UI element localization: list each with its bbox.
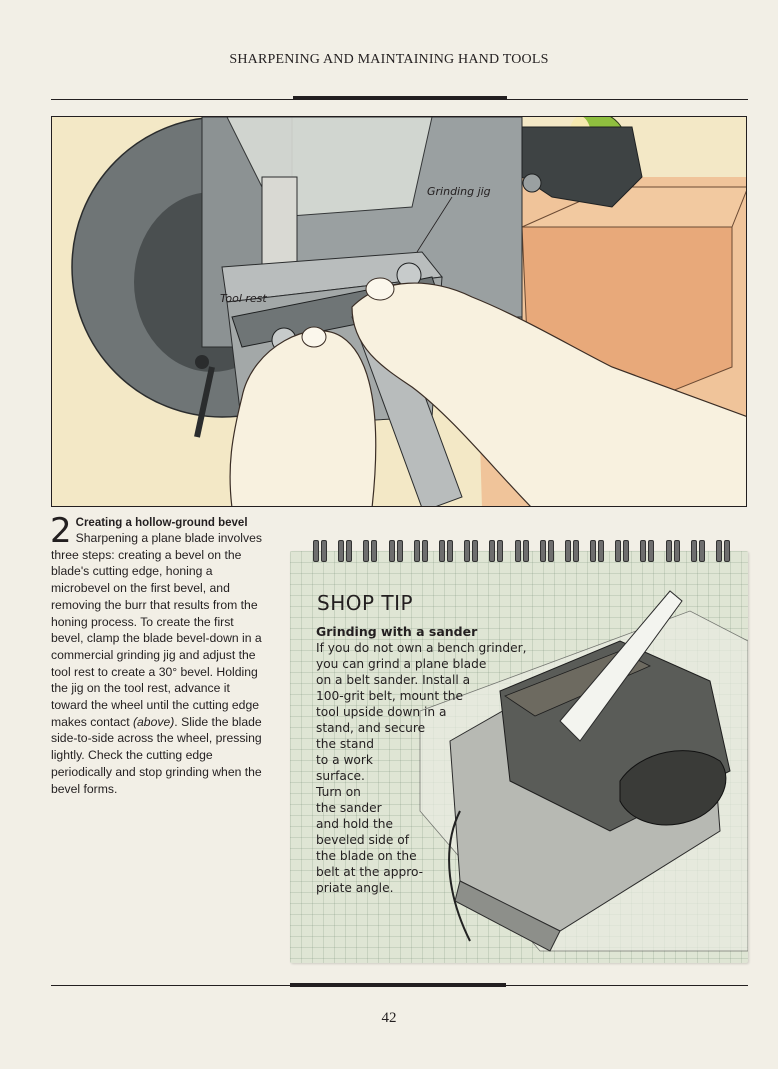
grinder-drawing: Grinding jig Tool rest	[52, 117, 746, 506]
footer-rule-accent	[290, 983, 506, 987]
spiral-ring	[438, 540, 454, 562]
spiral-ring	[388, 540, 404, 562]
spiral-ring	[589, 540, 605, 562]
shop-tip-line: surface.	[316, 769, 365, 783]
step-body-part-1: Sharpening a plane blade involves three …	[51, 531, 262, 729]
shop-tip-line: the stand	[316, 737, 374, 751]
spiral-ring	[337, 540, 353, 562]
spiral-ring	[564, 540, 580, 562]
spiral-ring	[665, 540, 681, 562]
shop-tip-line: tool upside down in a	[316, 705, 447, 719]
spiral-ring	[539, 540, 555, 562]
spiral-ring	[312, 540, 328, 562]
shop-tip-line: beveled side of	[316, 833, 410, 847]
spiral-ring	[488, 540, 504, 562]
grinding-illustration: Grinding jig Tool rest	[51, 116, 747, 507]
shop-tip-heading: SHOP TIP	[317, 591, 414, 615]
spiral-ring	[715, 540, 731, 562]
shop-tip-line: belt at the appro-	[316, 865, 424, 879]
shop-tip-line: 100-grit belt, mount the	[316, 689, 464, 703]
shop-tip-line: If you do not own a bench grinder,	[316, 641, 527, 655]
spiral-binding	[290, 540, 748, 564]
page-number: 42	[381, 1010, 397, 1026]
step-number: 2	[50, 511, 72, 551]
belt-sander-drawing	[419, 590, 748, 952]
shop-tip-line: to a work	[316, 753, 373, 767]
grinding-jig-label: Grinding jig	[427, 185, 491, 198]
shop-tip-line: and hold the	[316, 817, 393, 831]
shop-tip-line: the blade on the	[316, 849, 417, 863]
shop-tip-line: priate angle.	[316, 881, 394, 895]
step-2-text: 2 Creating a hollow-ground bevel Sharpen…	[50, 511, 267, 797]
shop-tip-line: stand, and secure	[316, 721, 426, 735]
step-body: Sharpening a plane blade involves three …	[51, 530, 267, 797]
step-body-reference: (above)	[132, 714, 175, 729]
spiral-ring	[639, 540, 655, 562]
header-rule-accent	[293, 96, 507, 100]
shop-tip-line: on a belt sander. Install a	[316, 673, 471, 687]
spiral-ring	[413, 540, 429, 562]
spiral-ring	[690, 540, 706, 562]
spiral-ring	[463, 540, 479, 562]
spiral-ring	[614, 540, 630, 562]
shop-tip-subheading: Grinding with a sander	[316, 624, 478, 639]
shop-tip-line: the sander	[316, 801, 382, 815]
step-title: Creating a hollow-ground bevel	[75, 517, 248, 529]
running-head: SHARPENING AND MAINTAINING HAND TOOLS	[229, 52, 549, 67]
spiral-ring	[514, 540, 530, 562]
shop-tip-line: you can grind a plane blade	[316, 657, 487, 671]
tool-rest-label: Tool rest	[220, 292, 267, 305]
step-body-part-2: . Slide the blade side-to-side across th…	[51, 714, 262, 796]
spiral-ring	[362, 540, 378, 562]
shop-tip-line: Turn on	[316, 785, 361, 799]
